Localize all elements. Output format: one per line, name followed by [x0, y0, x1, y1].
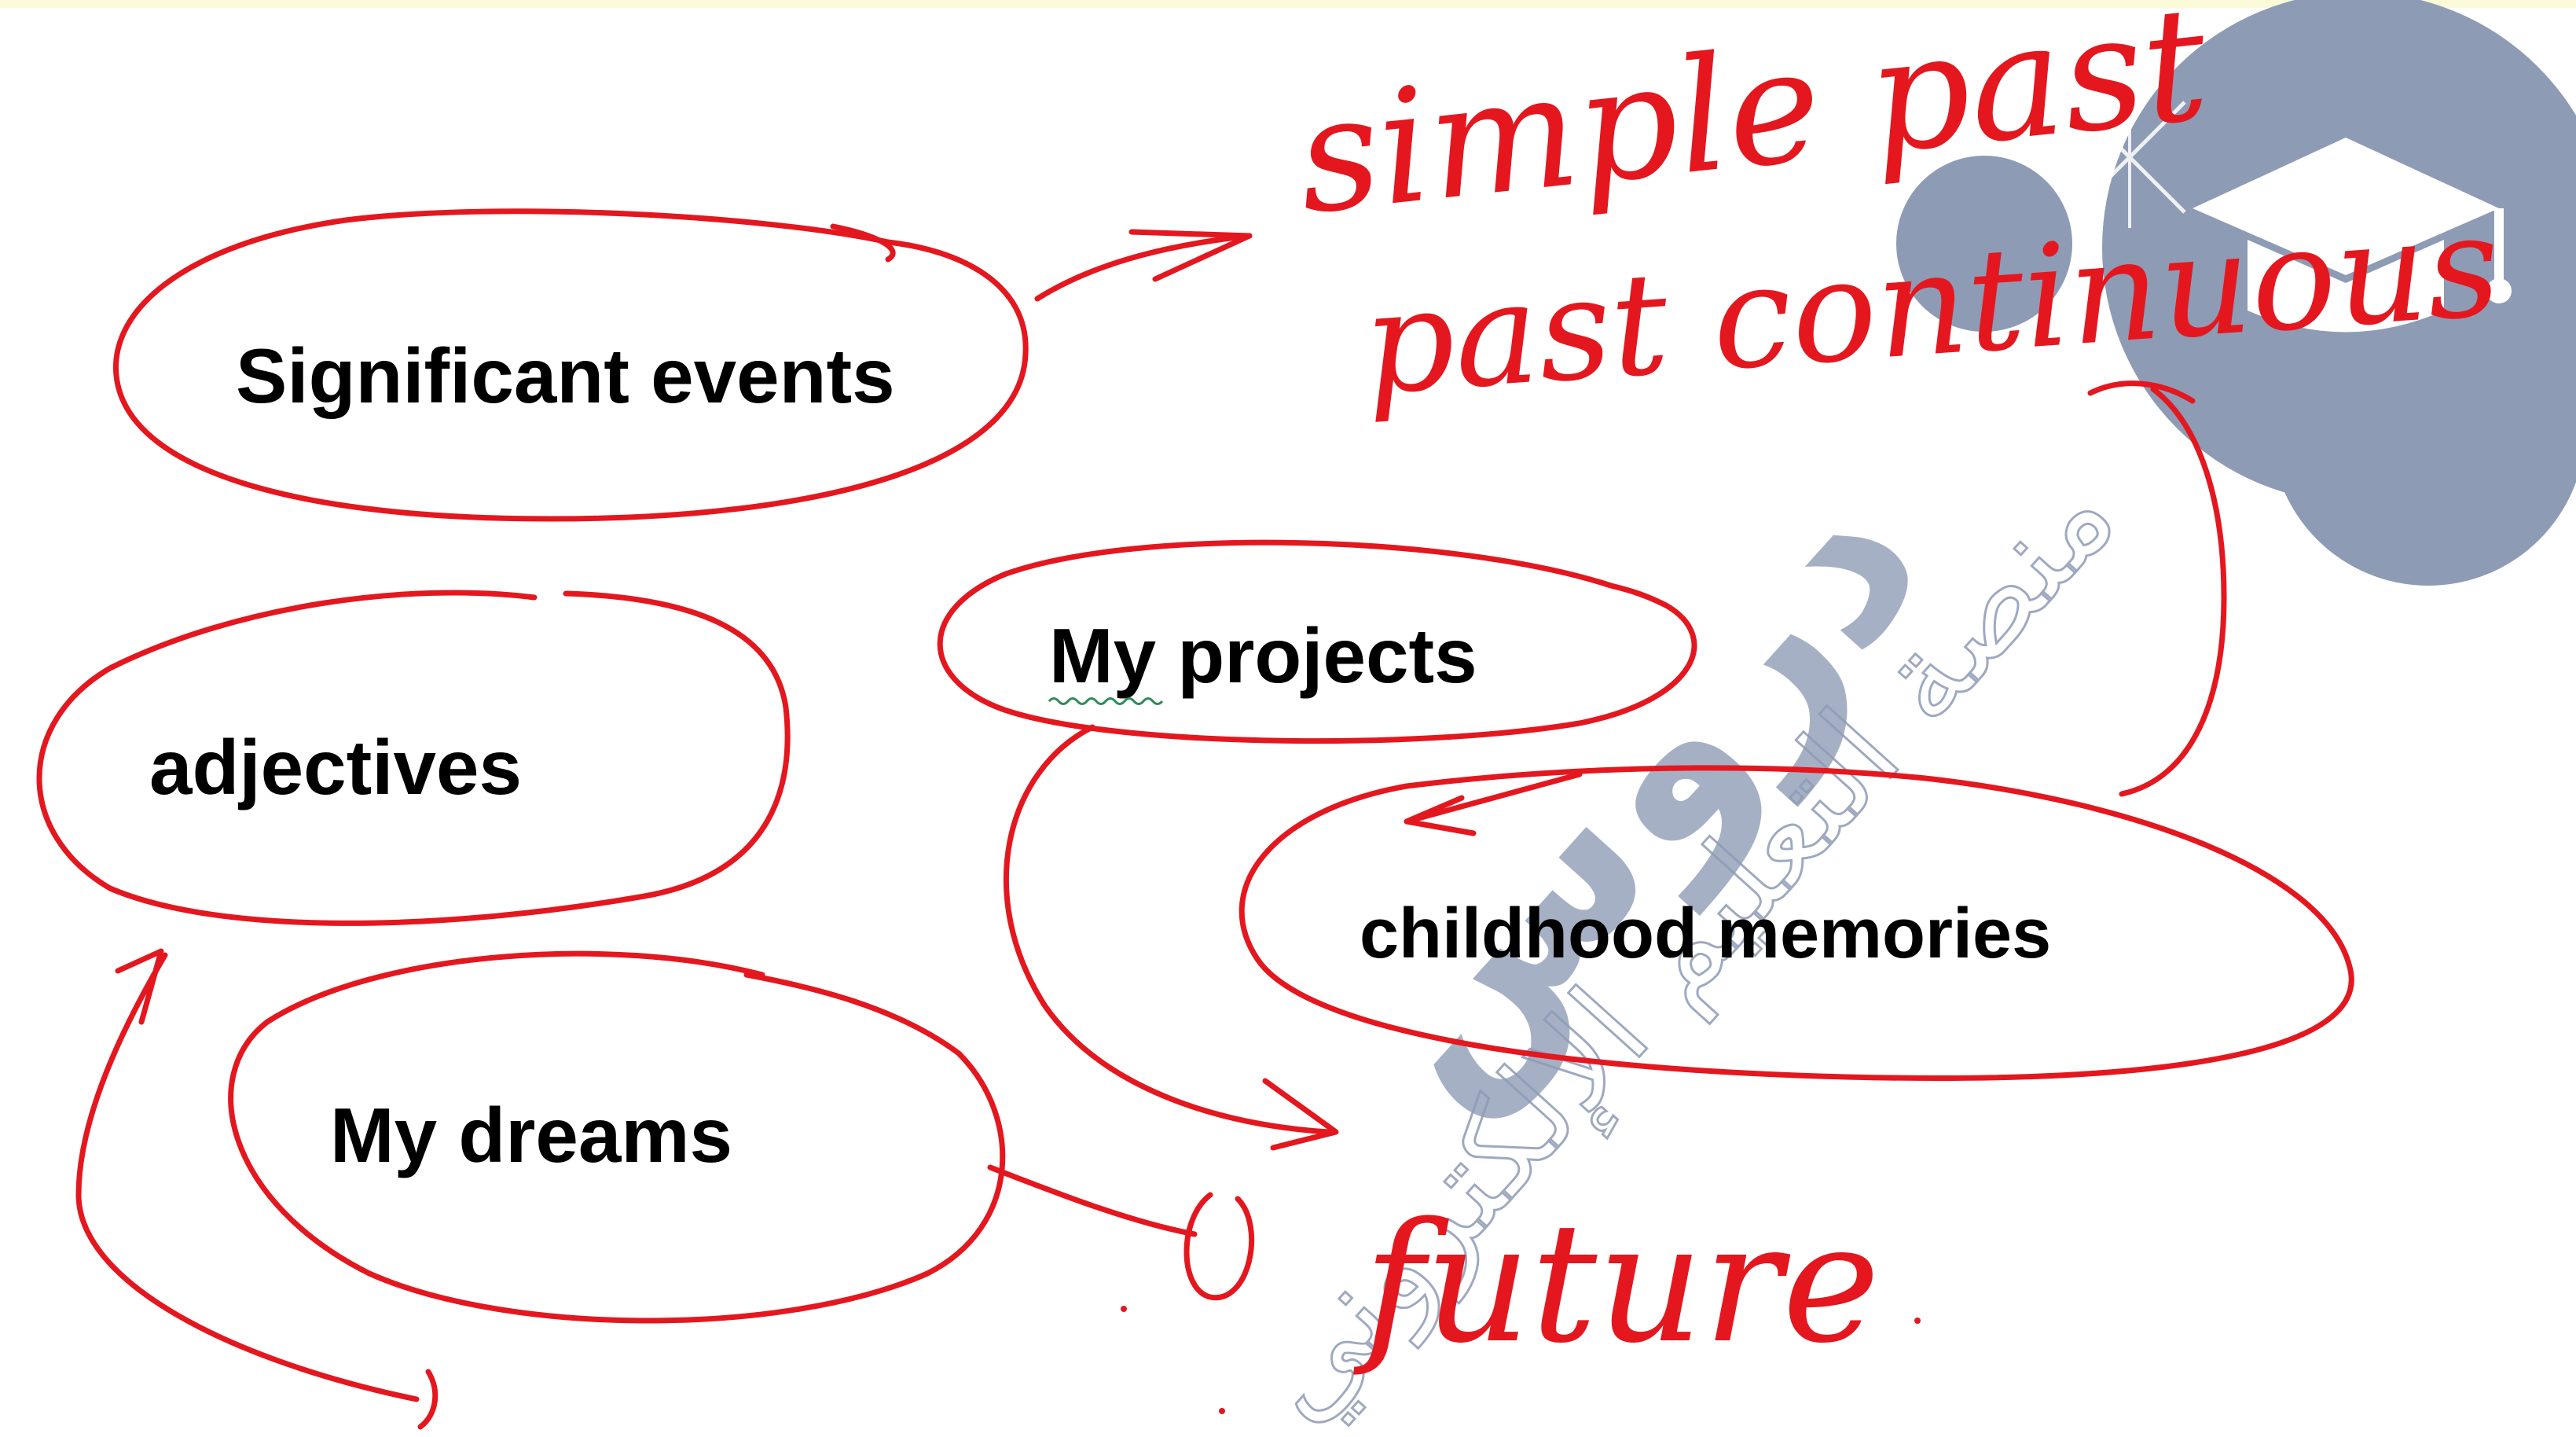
ellipse-significant-events-tail [830, 223, 896, 263]
ellipse-my-projects [937, 539, 1697, 744]
node-my-dreams: My dreams [330, 1092, 732, 1178]
node-adjectives: adjectives [149, 724, 522, 810]
annotation-future: future [1353, 1187, 1880, 1380]
ellipse-significant-events [113, 208, 1029, 522]
ellipse-my-dreams [228, 950, 1006, 1324]
arrow-loop-adjectives-dreams [75, 948, 439, 1430]
node-my-projects: My projects [1049, 612, 1477, 699]
logo-watermark [1896, 0, 2576, 586]
ellipse-childhood-memories [1238, 765, 2354, 1081]
ink-dot [1914, 1318, 1921, 1324]
arrow-to-childhood-memories [1404, 771, 1583, 836]
sparkle-icon [2073, 86, 2186, 228]
node-childhood-memories: childhood memories [1360, 895, 2051, 973]
node-significant-events: Significant events [236, 333, 895, 419]
arrow-childhood-to-past-continuous [2087, 380, 2227, 797]
arrow-projects-to-future [1004, 724, 1339, 1151]
graduation-cap-icon [2193, 138, 2512, 333]
arrow-to-simple-past [1034, 229, 1253, 302]
ink-dot [1219, 1408, 1225, 1414]
ink-dot [1121, 1306, 1127, 1312]
top-strip [0, 0, 2576, 8]
connector-dreams-to-future [987, 1164, 1255, 1301]
spellcheck-squiggle [1048, 697, 1164, 705]
ellipse-adjectives [36, 590, 791, 926]
